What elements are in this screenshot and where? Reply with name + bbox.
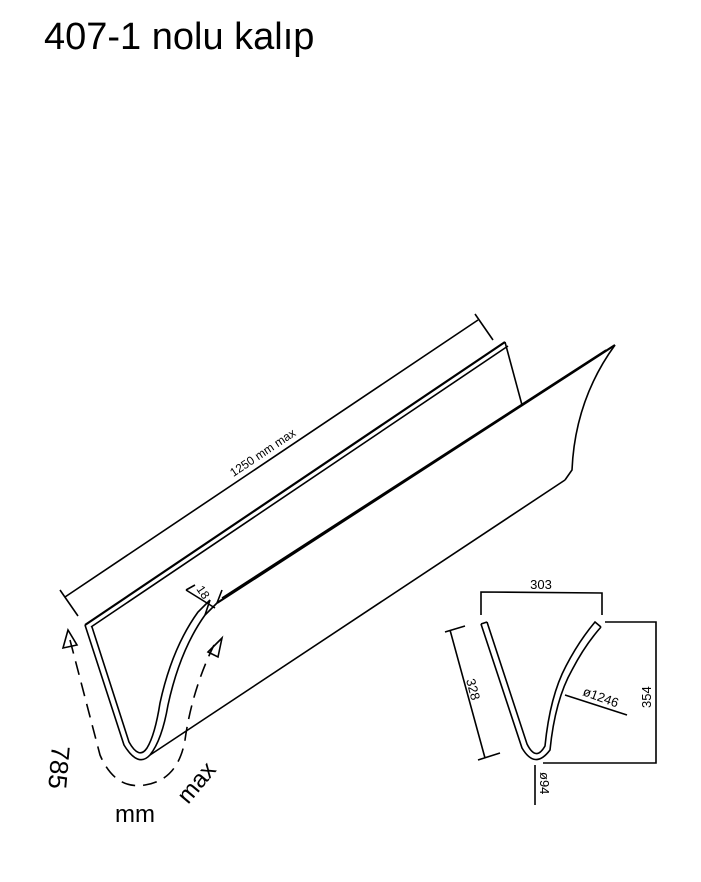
height-dimension-line — [543, 621, 657, 764]
right-top-edge — [216, 344, 616, 604]
radius-leader — [564, 694, 628, 716]
section-inner — [480, 620, 602, 755]
side-dimension-line — [444, 625, 501, 761]
side-length-label: 328 — [463, 677, 483, 702]
left-top-edge — [84, 341, 506, 626]
height-label: 354 — [639, 686, 654, 708]
left-top-edge-inner — [90, 345, 509, 628]
isometric-view: 1250 mm max 18 785 mm max — [42, 313, 616, 828]
arrow-head-left — [61, 627, 79, 650]
arrow-head-right — [206, 635, 224, 659]
thickness-dimension-line — [185, 584, 216, 609]
right-end-curve — [564, 344, 616, 481]
profile-outer — [84, 602, 218, 761]
right-top-edge-inner — [221, 349, 607, 599]
width-dimension-line — [480, 591, 603, 615]
developed-length-arc — [69, 639, 215, 787]
section-view: 303 328 354 ø1246 ø94 — [444, 577, 657, 805]
bottom-label: ø94 — [537, 772, 552, 794]
page-title: 407-1 nolu kalıp — [44, 16, 315, 58]
length-dimension-line — [59, 313, 494, 617]
developed-length-unit: mm — [115, 801, 155, 828]
section-outer — [480, 623, 602, 761]
end-edge — [504, 341, 523, 406]
developed-length-value: 785 — [42, 744, 76, 790]
width-label: 303 — [530, 577, 552, 592]
thickness-label: 18 — [194, 583, 213, 602]
bottom-edge — [149, 479, 566, 756]
thickness-marks — [204, 589, 223, 616]
profile-inner — [91, 599, 211, 754]
length-label: 1250 mm max — [227, 426, 298, 480]
developed-length-suffix: max — [172, 757, 222, 809]
